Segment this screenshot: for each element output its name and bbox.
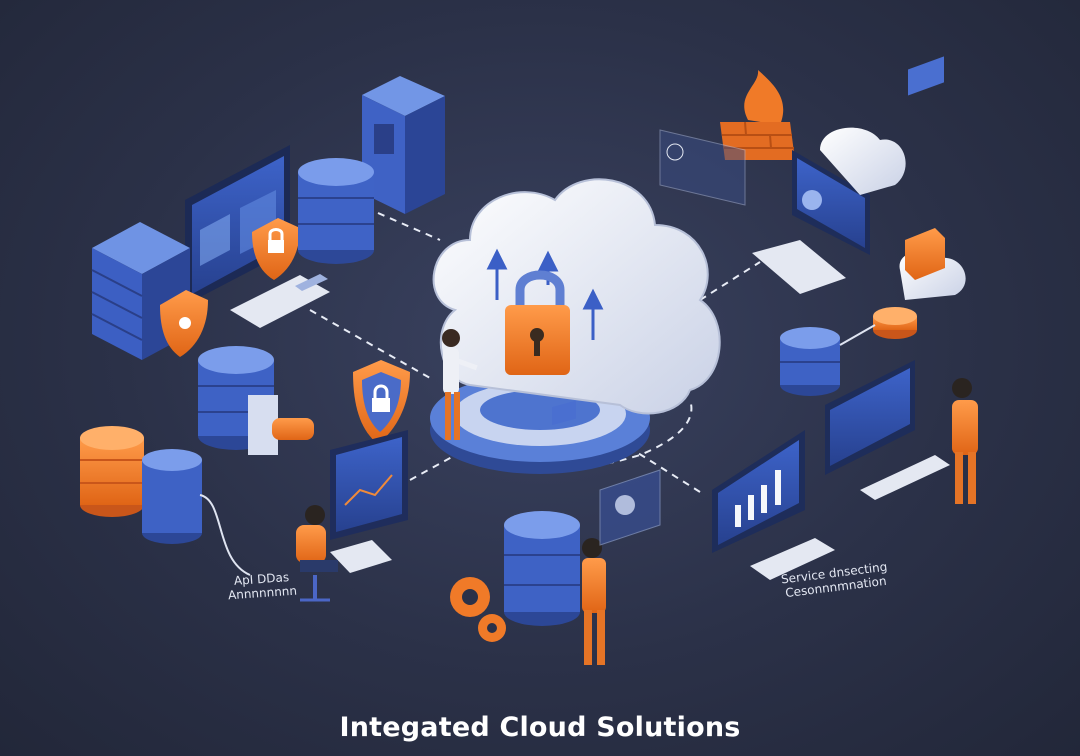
left-monitor: [185, 145, 330, 328]
database-cylinder-small: [142, 449, 202, 544]
floating-panel-top-right: [659, 129, 746, 206]
central-cloud: [432, 178, 721, 415]
shield-icon: [353, 360, 410, 444]
person-desk-left: [296, 430, 408, 602]
database-cylinder-right: [780, 327, 840, 396]
server-tower-top: [362, 76, 445, 214]
storage-ring-orange: [873, 307, 917, 339]
person-tablet-bottom: [552, 400, 606, 665]
shield-icon: [160, 290, 208, 357]
api-label: ApI DDas Annnnnnnn: [221, 569, 303, 603]
building-cloud-icon: [899, 228, 966, 300]
database-cylinder-top: [298, 158, 374, 264]
padlock-icon: [505, 270, 570, 375]
person-right: [825, 56, 978, 504]
database-cylinder-left: [198, 346, 314, 455]
gear-icon: [450, 577, 506, 642]
storage-stack-orange: [80, 426, 144, 517]
database-cylinder-bottom: [504, 511, 580, 626]
floating-panel-bottom: [599, 469, 661, 546]
shield-icon: [252, 218, 300, 280]
monitor-top-right: [752, 127, 906, 294]
monitor-bottom-right: [712, 430, 835, 580]
dashed-connectors: [309, 212, 761, 493]
image-caption: Integated Cloud Solutions: [339, 712, 741, 743]
